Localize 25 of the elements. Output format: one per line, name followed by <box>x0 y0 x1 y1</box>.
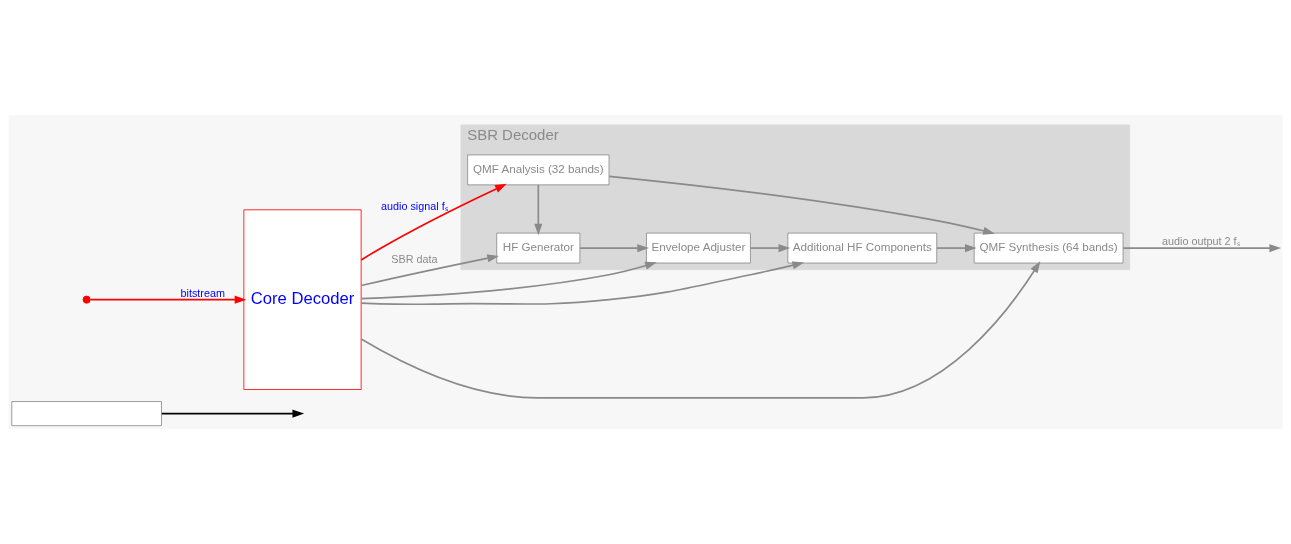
node-box: Envelope Adjuster <box>646 232 751 264</box>
edge-label: SBR data <box>391 253 438 266</box>
arrow <box>1122 244 1282 253</box>
edge-label: audio output 2 fₛ <box>1162 235 1240 248</box>
arrow <box>360 261 657 300</box>
arrow <box>89 295 247 304</box>
arrow <box>749 244 791 253</box>
arrow <box>579 244 649 253</box>
node-circle <box>82 295 91 304</box>
edge-label: bitstream <box>180 286 225 299</box>
arrow <box>360 183 507 261</box>
node-box <box>11 401 162 427</box>
node-box: Core Decoder <box>243 209 362 390</box>
arrow <box>608 175 995 235</box>
arrow <box>936 244 977 253</box>
arrow <box>360 254 499 287</box>
arrow <box>360 261 1041 399</box>
edge-label: audio signal fₛ <box>381 200 448 213</box>
arrow <box>360 261 805 306</box>
node-box: HF Generator <box>496 232 581 264</box>
node-box: Additional HF Components <box>787 232 938 264</box>
arrow <box>534 184 543 236</box>
node-box: QMF Analysis (32 bands) <box>467 154 610 186</box>
arrow <box>160 409 305 418</box>
node-box: QMF Synthesis (64 bands) <box>973 232 1124 264</box>
